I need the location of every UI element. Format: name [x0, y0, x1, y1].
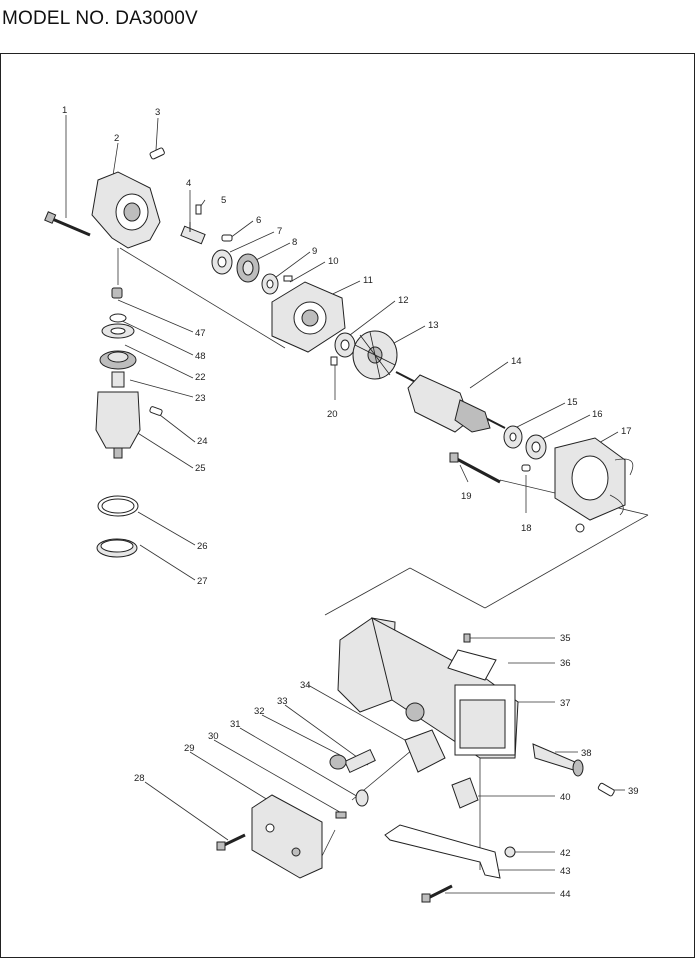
callout-23: 23 — [195, 393, 206, 404]
part-11-bearing-box — [271, 281, 346, 353]
callout-2: 2 — [114, 133, 119, 144]
part-39-cord — [597, 782, 615, 797]
part-15-bearing — [503, 425, 523, 449]
callout-22: 22 — [195, 372, 206, 383]
part-27-ring — [96, 538, 138, 558]
part-14-armature — [395, 371, 506, 433]
callout-3: 3 — [155, 107, 160, 118]
part-12-bearing — [334, 332, 356, 358]
callout-25: 25 — [195, 463, 206, 474]
callout-17: 17 — [621, 426, 632, 437]
part-34-switch — [404, 729, 446, 773]
part-19-screw — [449, 452, 501, 484]
callout-14: 14 — [511, 356, 522, 367]
callout-6: 6 — [256, 215, 261, 226]
callout-34: 34 — [300, 680, 311, 691]
part-22-retaining-ring — [109, 313, 127, 323]
callout-47: 47 — [195, 328, 206, 339]
part-4-spindle — [180, 222, 206, 245]
part-48-bearing — [101, 323, 135, 339]
callout-5: 5 — [221, 195, 226, 206]
callout-27: 27 — [197, 576, 208, 587]
part-30-screw — [335, 811, 347, 819]
part-32-cap — [329, 754, 347, 770]
model-title: MODEL NO. DA3000V — [2, 8, 198, 29]
part-33-spring — [344, 748, 376, 774]
callout-43: 43 — [560, 866, 571, 877]
part-16-washer — [525, 434, 547, 460]
callout-37: 37 — [560, 698, 571, 709]
part-42-nut — [504, 846, 516, 858]
diagram-frame — [0, 53, 695, 958]
part-9-bearing — [261, 273, 279, 295]
part-10-key — [283, 275, 293, 282]
part-25-chuck — [95, 371, 141, 459]
callout-32: 32 — [254, 706, 265, 717]
part-26-ring — [97, 495, 139, 517]
callout-20: 20 — [327, 409, 338, 420]
part-6-pin — [221, 234, 233, 242]
callout-28: 28 — [134, 773, 145, 784]
part-31-holder — [355, 789, 369, 807]
part-44-screw — [421, 884, 453, 903]
callout-26: 26 — [197, 541, 208, 552]
part-43-handle-bracket — [384, 824, 501, 879]
part-1-screw — [44, 211, 91, 237]
part-23-bevel-gear — [99, 350, 137, 370]
callout-labels: 1 2 3 4 5 6 7 8 9 10 11 12 13 14 15 16 1… — [62, 105, 639, 900]
callout-35: 35 — [560, 633, 571, 644]
callout-38: 38 — [581, 748, 592, 759]
part-17-field — [554, 437, 634, 533]
callout-48: 48 — [195, 351, 206, 362]
part-24-key — [149, 406, 163, 416]
callout-19: 19 — [461, 491, 472, 502]
callout-11: 11 — [363, 275, 373, 286]
callout-1: 1 — [62, 105, 67, 116]
callout-44: 44 — [560, 889, 571, 900]
callout-18: 18 — [521, 523, 532, 534]
part-40-capacitor — [451, 777, 479, 809]
part-36-plate — [447, 649, 497, 681]
part-29-cover — [251, 794, 323, 879]
part-28-screw — [216, 833, 246, 851]
callout-31: 31 — [230, 719, 241, 730]
callout-42: 42 — [560, 848, 571, 859]
callout-30: 30 — [208, 731, 219, 742]
part-20-key — [330, 356, 338, 366]
part-35-screw — [463, 633, 471, 643]
part-37-motor-housing — [337, 617, 519, 759]
part-38-cord-guard — [532, 743, 584, 777]
callout-33: 33 — [277, 696, 288, 707]
part-13-fan — [352, 330, 398, 380]
callout-12: 12 — [398, 295, 409, 306]
callout-15: 15 — [567, 397, 578, 408]
part-8-gear — [236, 253, 260, 283]
callout-29: 29 — [184, 743, 195, 754]
callout-39: 39 — [628, 786, 639, 797]
callout-24: 24 — [197, 436, 208, 447]
callout-8: 8 — [292, 237, 297, 248]
callout-10: 10 — [328, 256, 339, 267]
callout-36: 36 — [560, 658, 571, 669]
callout-9: 9 — [312, 246, 317, 257]
part-47-screw — [111, 287, 123, 299]
callout-16: 16 — [592, 409, 603, 420]
callout-13: 13 — [428, 320, 439, 331]
callout-40: 40 — [560, 792, 571, 803]
callout-7: 7 — [277, 226, 282, 237]
part-5-key — [195, 204, 202, 215]
part-18-key — [521, 464, 531, 472]
part-2-gear-housing — [91, 171, 161, 249]
callout-4: 4 — [186, 178, 191, 189]
part-7-bearing — [211, 249, 233, 275]
part-3-pin — [149, 147, 165, 160]
